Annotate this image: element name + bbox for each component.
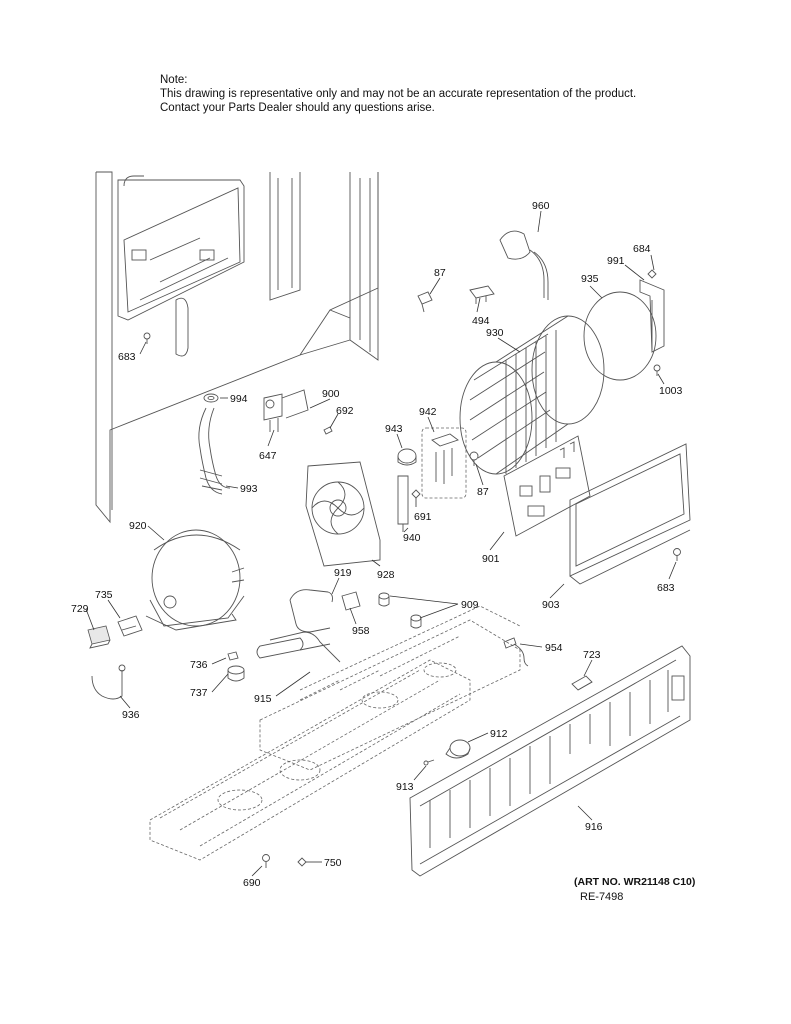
base-pan (149, 605, 521, 861)
grommet-994 (203, 393, 219, 403)
note-line-1: This drawing is representative only and … (160, 88, 637, 100)
callout-684: 684 (633, 243, 651, 255)
bracket-991 (639, 279, 665, 353)
callout-940: 940 (403, 532, 421, 544)
screw-683-right (673, 548, 681, 561)
motor-912 (445, 739, 471, 759)
fan-assembly-928 (305, 461, 381, 567)
callout-919: 919 (334, 567, 352, 579)
heater-loop-915 (256, 631, 341, 663)
callout-993: 993 (240, 483, 258, 495)
callout-690: 690 (243, 877, 261, 889)
callout-729: 729 (71, 603, 89, 615)
callout-683-left: 683 (118, 351, 136, 363)
harness-936 (91, 664, 126, 700)
grommets-909 (378, 592, 422, 629)
screw-913 (423, 759, 435, 766)
callout-943: 943 (385, 423, 403, 435)
note-heading: Note: (160, 74, 188, 86)
callout-913: 913 (396, 781, 414, 793)
screw-690 (262, 854, 270, 868)
part-750 (297, 857, 307, 867)
screw-684 (647, 269, 657, 279)
callout-737: 737 (190, 687, 208, 699)
callout-901: 901 (482, 553, 500, 565)
callout-958: 958 (352, 625, 370, 637)
callout-915: 915 (254, 693, 272, 705)
drain-tube-993 (198, 407, 231, 495)
screw-691 (411, 489, 421, 499)
callout-692: 692 (336, 405, 354, 417)
clip-494 (469, 285, 495, 304)
enclosure-903 (569, 443, 691, 585)
screw-87-top (417, 291, 433, 313)
callout-991: 991 (607, 255, 625, 267)
control-board-901 (503, 435, 591, 537)
callout-942: 942 (419, 406, 437, 418)
callout-647: 647 (259, 450, 277, 462)
power-cord-960 (499, 230, 549, 300)
callout-87-top: 87 (434, 267, 446, 279)
callout-1003: 1003 (659, 385, 683, 397)
damper-737 (227, 665, 245, 682)
callout-736: 736 (190, 659, 208, 671)
callout-494: 494 (472, 315, 490, 327)
screw-692 (323, 426, 333, 435)
callout-723: 723 (583, 649, 601, 661)
tube-919 (289, 589, 333, 633)
heater-940 (397, 475, 409, 532)
compressor-920 (145, 529, 245, 631)
part-723 (571, 675, 593, 691)
callout-954: 954 (545, 642, 563, 654)
thermostat-943 (397, 448, 417, 466)
harness-954 (503, 637, 529, 667)
disclaimer-note: Note: This drawing is representative onl… (160, 73, 636, 115)
callout-912: 912 (490, 728, 508, 740)
callout-935: 935 (581, 273, 599, 285)
water-valve-900 (263, 389, 309, 432)
callout-903: 903 (542, 599, 560, 611)
callout-691: 691 (414, 511, 432, 523)
callout-960: 960 (532, 200, 550, 212)
callout-920: 920 (129, 520, 147, 532)
screw-87-right (469, 451, 479, 466)
clip-736 (227, 651, 239, 661)
callout-909: 909 (461, 599, 479, 611)
relay-942 (421, 427, 467, 499)
callout-683-right: 683 (657, 582, 675, 594)
callout-930: 930 (486, 327, 504, 339)
reference-number: RE-7498 (580, 891, 624, 903)
relay-729 (87, 625, 111, 649)
cabinet-back-drawing (95, 171, 379, 524)
grille-916 (409, 645, 691, 877)
callout-928: 928 (377, 569, 395, 581)
callout-936: 936 (122, 709, 140, 721)
callout-735: 735 (95, 589, 113, 601)
art-number: (ART NO. WR21148 C10) (574, 876, 696, 888)
overload-735 (117, 615, 143, 637)
cover-935 (583, 291, 657, 381)
condenser-coil-930 (459, 315, 605, 475)
callout-87-right: 87 (477, 486, 489, 498)
callout-750: 750 (324, 857, 342, 869)
screw-1003 (653, 364, 661, 376)
leader-lines (85, 210, 677, 877)
note-line-2: Contact your Parts Dealer should any que… (160, 102, 435, 114)
callout-labels: 960 684 991 935 87 494 930 1003 683 994 … (71, 200, 683, 889)
screw-683-left (143, 332, 151, 344)
callout-916: 916 (585, 821, 603, 833)
pad-958 (341, 591, 361, 611)
callout-994: 994 (230, 393, 248, 405)
callout-900: 900 (322, 388, 340, 400)
